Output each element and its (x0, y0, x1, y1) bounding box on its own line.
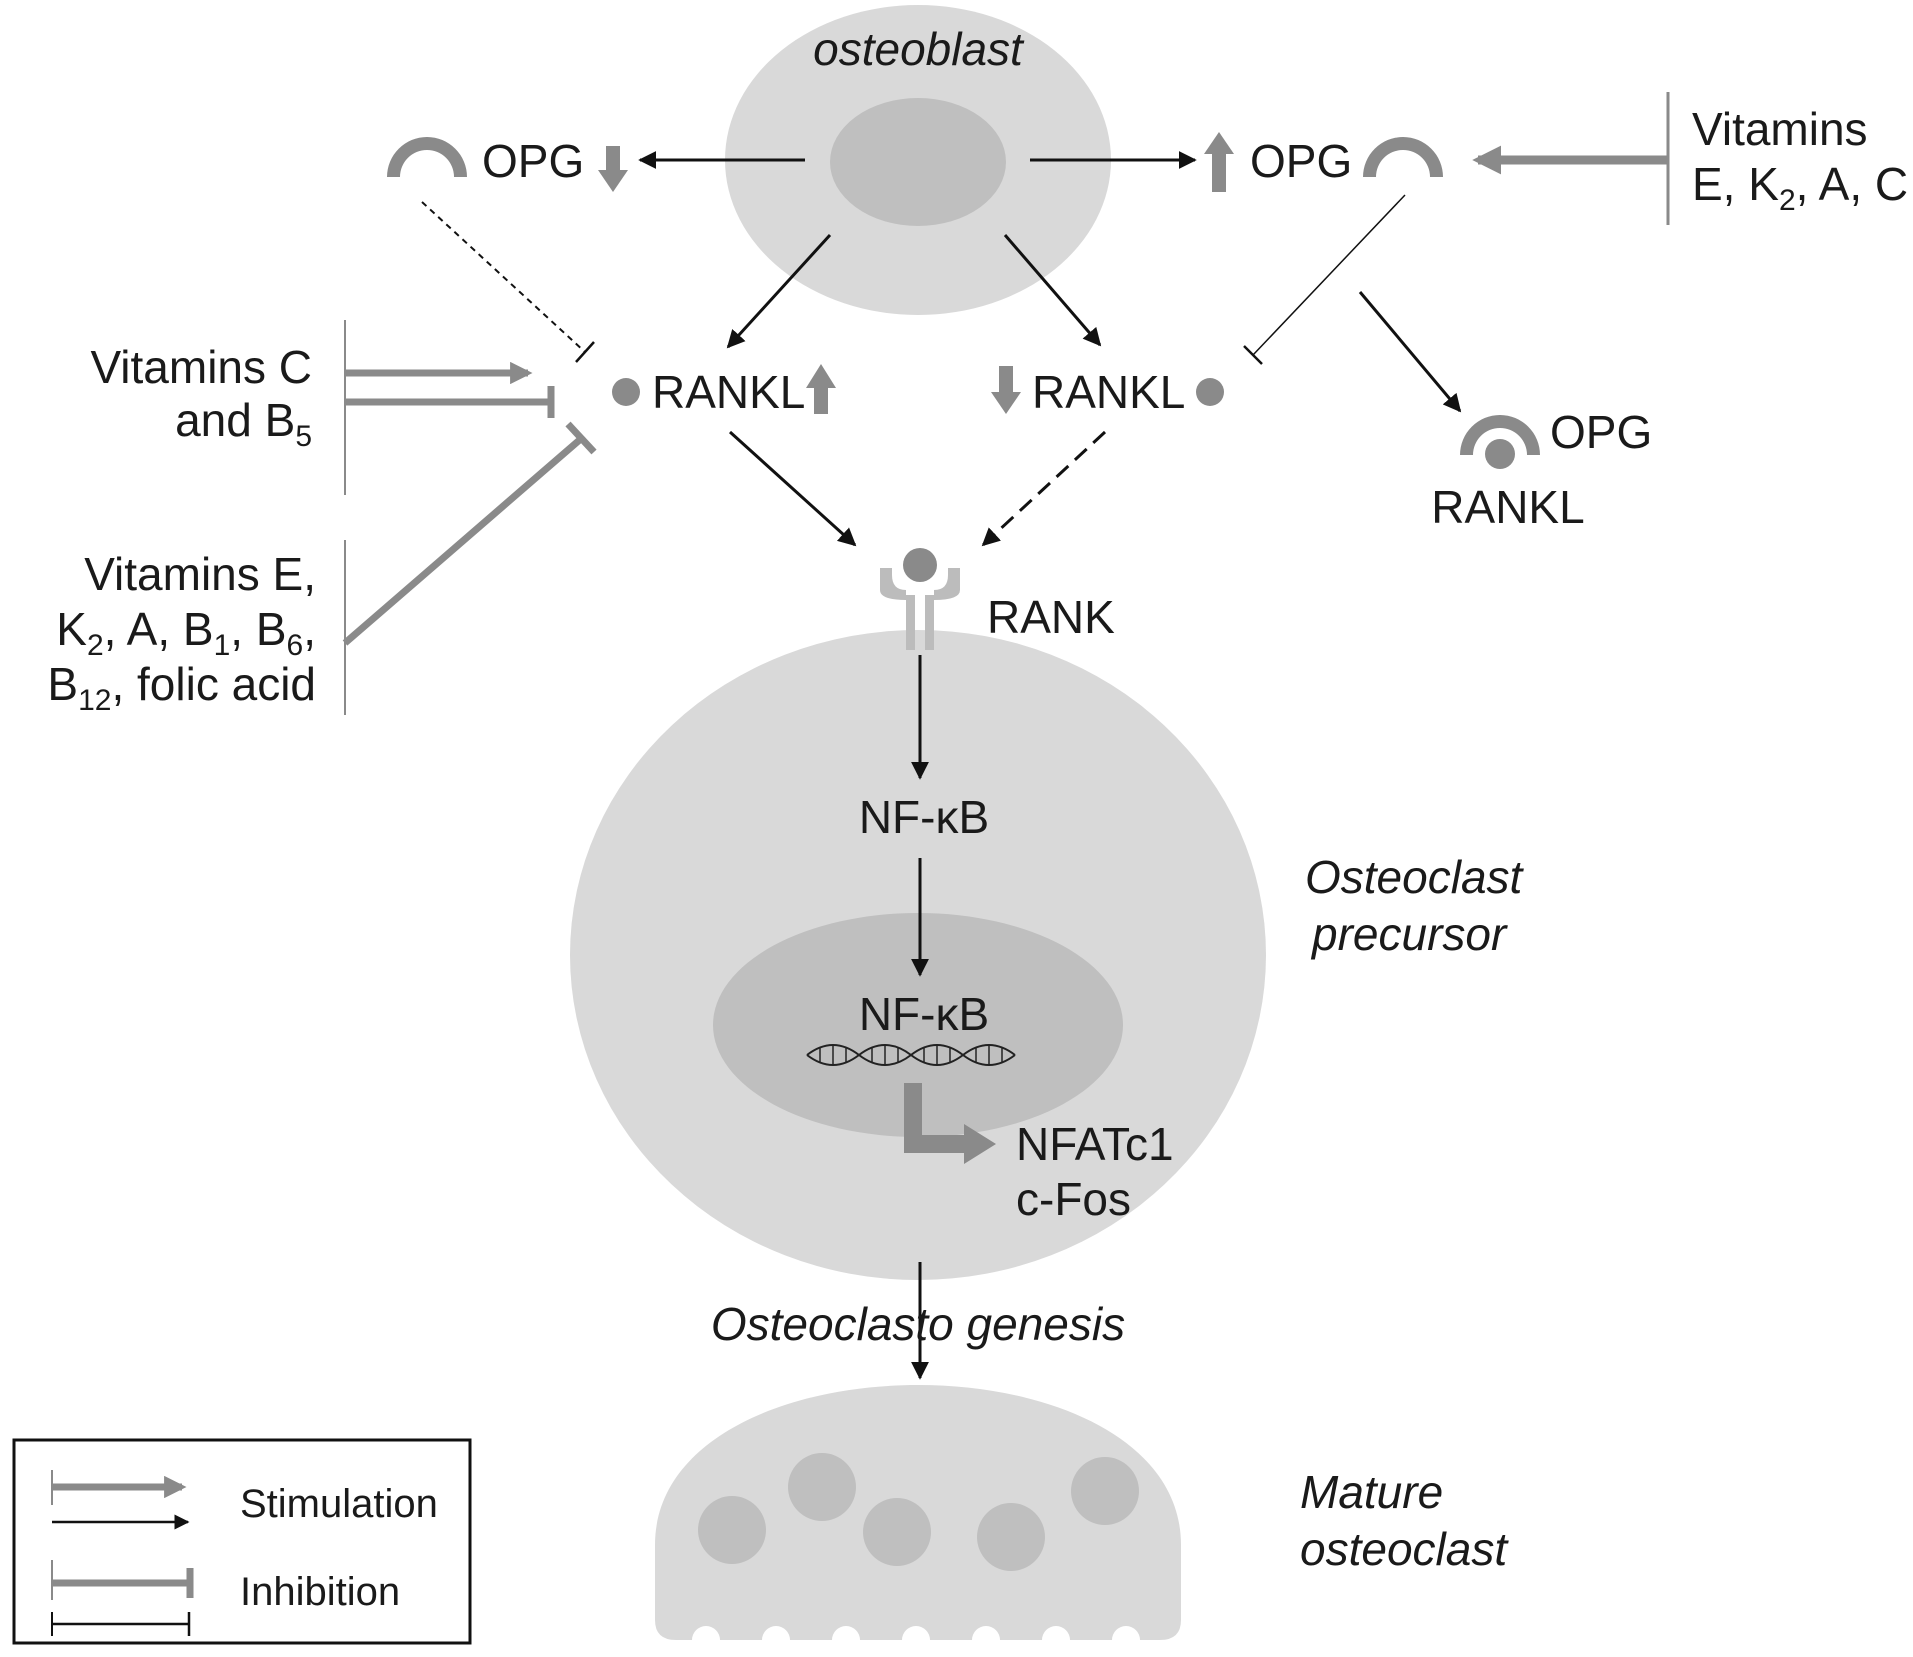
vitamins-c-b5-inhibition-line (345, 386, 555, 418)
vitamins-top-right-line2: E, K2, A, C (1692, 158, 1908, 217)
cfos-label: c-Fos (1016, 1173, 1131, 1225)
vitamins-e-group-line1: Vitamins E, (84, 548, 316, 600)
osteoclast-precursor-nucleus (713, 913, 1123, 1137)
osteoblast-to-rankl-right-arrow (1003, 234, 1102, 347)
osteoblast-to-rankl-left-arrow (726, 233, 832, 349)
osteoblast-cell (725, 5, 1111, 315)
vitamins-e-group-line2: K2, A, B1, B6, (56, 603, 316, 662)
osteoclast-precursor-line1: Osteoclast (1305, 851, 1525, 903)
osteoclast-precursor-line2: precursor (1310, 908, 1508, 960)
vitamins-top-right-line1: Vitamins (1692, 103, 1868, 155)
rank-receptor-icon (880, 548, 960, 650)
rankl-left-label: RANKL (652, 366, 805, 418)
legend-inhibition-label: Inhibition (240, 1570, 400, 1614)
osteoblast-nucleus (830, 98, 1006, 226)
opg-left-inhibits-rankl (421, 201, 595, 363)
rankl-left-up-arrow-icon (806, 364, 836, 414)
nfatc1-label: NFATc1 (1016, 1118, 1174, 1170)
opg-right-up-arrow-icon (1204, 132, 1234, 192)
legend-inhibition-gray-line (52, 1568, 194, 1598)
vitamins-c-b5-line1: Vitamins C (90, 341, 312, 393)
osteoblast-label: osteoblast (813, 23, 1025, 75)
legend: Stimulation Inhibition (12, 1438, 472, 1645)
rankl-right-label: RANKL (1032, 366, 1185, 418)
rankl-left-dot-icon (612, 378, 640, 406)
rankl-right-down-arrow-icon (991, 366, 1021, 414)
to-complex-arrow (1358, 291, 1462, 413)
opg-left-icon (387, 137, 467, 177)
osteoclastogenesis-label: Osteoclasto genesis (711, 1298, 1125, 1350)
rankl-right-dot-icon (1196, 378, 1224, 406)
opg-left-label: OPG (482, 135, 584, 187)
nfkb-nucleus-label: NF-κB (859, 988, 989, 1040)
dna-icon (806, 1044, 1016, 1066)
nfkb-cytoplasm-label: NF-κB (859, 791, 989, 843)
opg-right-icon (1363, 137, 1443, 177)
opg-complex-label: OPG (1550, 406, 1652, 458)
opg-rankl-complex-icon (1460, 415, 1540, 469)
opg-right-inhibits-rankl (1243, 194, 1406, 365)
vitamins-c-b5-line2: and B5 (175, 394, 312, 453)
vitamins-e-group-line3: B12, folic acid (47, 658, 316, 717)
legend-stimulation-label: Stimulation (240, 1482, 438, 1526)
opg-right-label: OPG (1250, 135, 1352, 187)
rankl-left-to-rank-arrow (728, 430, 857, 547)
transcription-arrow-icon (904, 1083, 996, 1164)
opg-left-down-arrow-icon (598, 146, 628, 192)
rankl-right-to-rank-arrow (981, 430, 1107, 547)
mature-osteoclast-line2: osteoclast (1300, 1523, 1509, 1575)
rankl-complex-label: RANKL (1431, 481, 1584, 533)
mature-osteoclast-line1: Mature (1300, 1466, 1443, 1518)
mature-osteoclast-nuclei (698, 1453, 1139, 1571)
vitamins-e-group-inhibition-line (342, 421, 597, 646)
rank-label: RANK (987, 591, 1115, 643)
legend-inhibition-black-line (51, 1612, 191, 1636)
